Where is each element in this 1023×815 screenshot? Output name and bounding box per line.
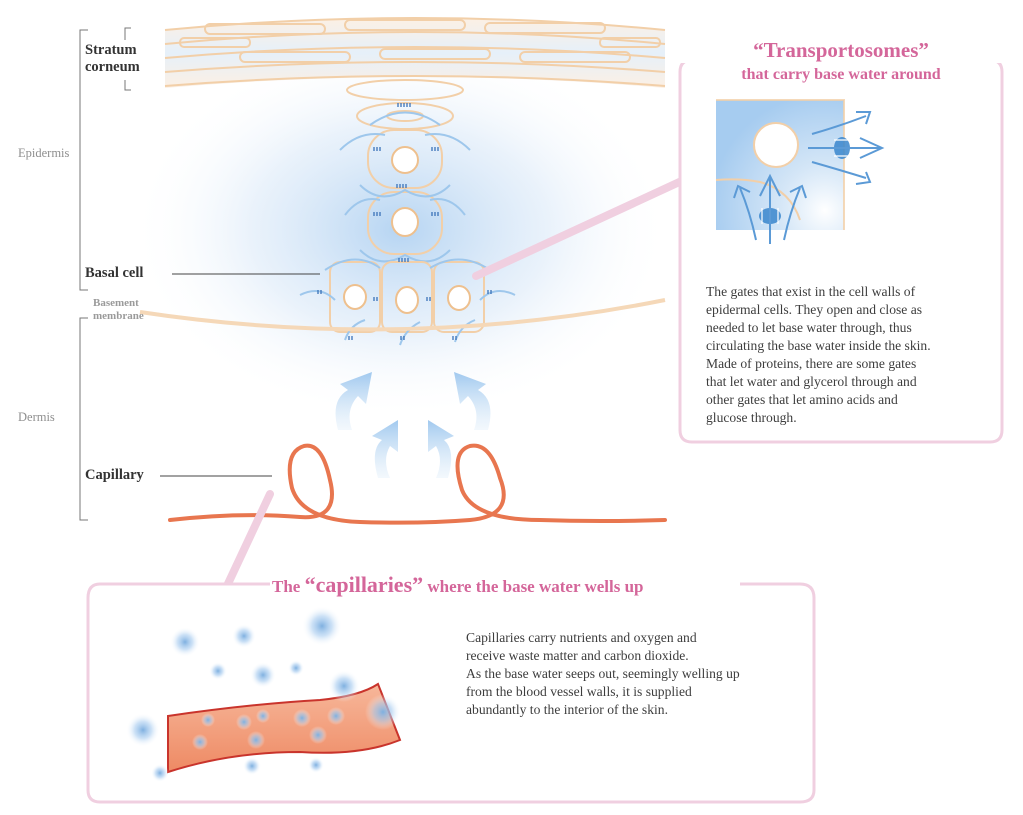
basement-membrane-line2: membrane (93, 310, 144, 322)
capillary-vessel (168, 443, 667, 525)
stratum-corneum-line2: corneum (85, 59, 140, 75)
capillaries-description: Capillaries carry nutrients and oxygen a… (466, 629, 806, 719)
capillary-label: Capillary (85, 467, 144, 483)
basal-cells (299, 258, 516, 346)
capillaries-title-pre: The (272, 577, 305, 596)
basal-cell-label: Basal cell (85, 265, 144, 281)
stratum-corneum-label: Stratum corneum (85, 42, 140, 76)
basement-membrane-label: Basement membrane (93, 297, 144, 323)
transportosomes-line-8: glucose through. (706, 410, 797, 425)
transportosomes-line-7: other gates that let amino acids and (706, 392, 898, 407)
stratum-corneum (164, 17, 666, 88)
water-droplets (126, 606, 401, 782)
stratum-corneum-line1: Stratum (85, 42, 137, 58)
capillaries-line-3: As the base water seeps out, seemingly w… (466, 666, 740, 681)
water-arrows (335, 372, 491, 478)
leader-lines (160, 273, 320, 477)
epidermis-label: Epidermis (18, 146, 70, 160)
transportosomes-subtitle: that carry base water around (741, 66, 941, 83)
capillaries-panel (86, 490, 816, 804)
transportosomes-title: “Transportosomes” (680, 38, 1002, 63)
capillaries-line-2: receive waste matter and carbon dioxide. (466, 648, 689, 663)
capillaries-title-post: where the base water wells up (423, 577, 644, 596)
transportosomes-line-6: that let water and glycerol through and (706, 374, 917, 389)
vessel-segment (167, 682, 402, 774)
capillaries-title-main: “capillaries” (304, 572, 424, 597)
transportosomes-line-5: Made of proteins, there are some gates (706, 356, 917, 371)
horizontal-gate-icon (808, 111, 885, 185)
basement-membrane-line1: Basement (93, 297, 139, 309)
transportosome-panel (472, 58, 1004, 444)
spinous-cells (339, 111, 471, 263)
vertical-gate-icon (733, 173, 807, 244)
capillaries-line-5: abundantly to the interior of the skin. (466, 702, 668, 717)
transportosomes-line-4: circulating the base water inside the sk… (706, 338, 931, 353)
transportosomes-line-2: epidermal cells. They open and close as (706, 302, 923, 317)
gate-marks (317, 103, 492, 340)
layer-brackets (79, 27, 131, 521)
transportosomes-description: The gates that exist in the cell walls o… (706, 283, 991, 427)
dermis-label: Dermis (18, 410, 55, 424)
capillaries-line-4: from the blood vessel walls, it is suppl… (466, 684, 692, 699)
transportosomes-line-1: The gates that exist in the cell walls o… (706, 284, 916, 299)
capillaries-title: The “capillaries” where the base water w… (272, 572, 644, 598)
transportosomes-line-3: needed to let base water through, thus (706, 320, 912, 335)
capillaries-line-1: Capillaries carry nutrients and oxygen a… (466, 630, 697, 645)
basement-membrane (139, 298, 666, 332)
